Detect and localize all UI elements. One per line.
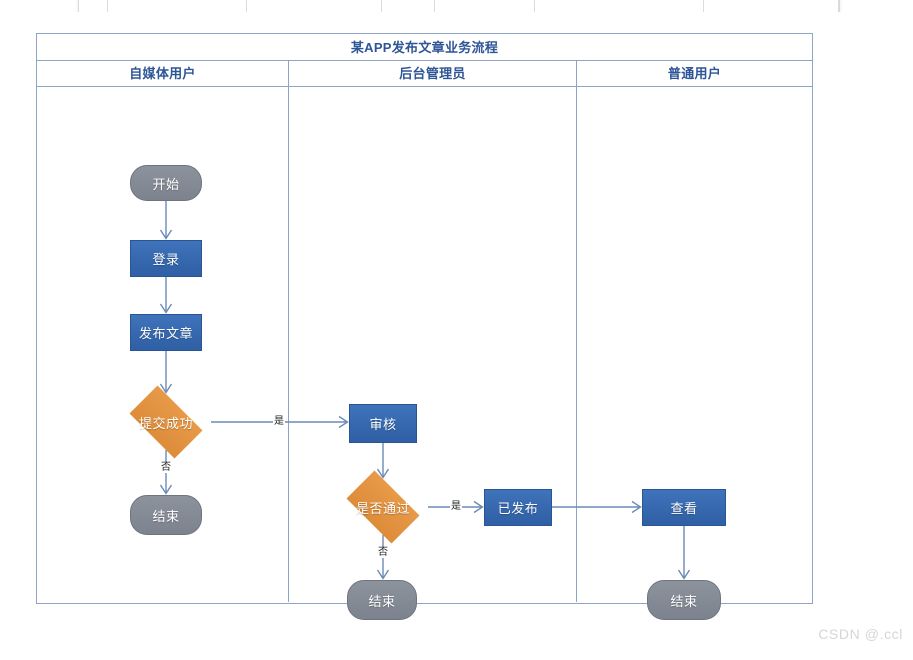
spreadsheet-cell	[535, 0, 705, 12]
node-label: 登录	[152, 252, 180, 267]
spreadsheet-cell	[704, 0, 839, 12]
spreadsheet-cell	[79, 0, 108, 12]
spreadsheet-cell	[108, 0, 248, 12]
node-label: 结束	[368, 593, 396, 609]
node-end-normal-user[interactable]: 结束	[647, 580, 721, 620]
edge-label-submit-yes: 是	[273, 416, 285, 427]
node-label: 提交成功	[138, 415, 193, 431]
edge-label-approved-yes: 是	[450, 501, 462, 512]
node-label: 结束	[670, 593, 698, 609]
lane-header-admin: 后台管理员	[288, 61, 576, 86]
node-published[interactable]: 已发布	[484, 489, 552, 526]
node-start[interactable]: 开始	[130, 165, 202, 201]
node-is-approved[interactable]: 是否通过	[338, 470, 428, 544]
diagram-title: 某APP发布文章业务流程	[37, 34, 812, 61]
node-label: 审核	[369, 417, 397, 432]
spreadsheet-table	[78, 0, 840, 12]
node-label: 查看	[670, 501, 698, 516]
lane-header-row: 自媒体用户 后台管理员 普通用户	[37, 61, 812, 87]
spreadsheet-cell	[382, 0, 435, 12]
node-label: 是否通过	[355, 500, 410, 516]
spreadsheet-cell	[435, 0, 535, 12]
node-label: 已发布	[497, 501, 539, 516]
node-end-admin[interactable]: 结束	[347, 580, 417, 620]
node-submit-success[interactable]: 提交成功	[121, 385, 211, 459]
node-review[interactable]: 审核	[349, 404, 417, 443]
edge-label-submit-no: 否	[160, 462, 172, 473]
node-label: 开始	[152, 176, 180, 192]
node-end-self-media[interactable]: 结束	[130, 495, 202, 535]
spreadsheet-cell	[247, 0, 383, 12]
cropped-spreadsheet-strip	[0, 0, 913, 12]
lane-header-normal-user: 普通用户	[576, 61, 812, 86]
lane-header-self-media: 自媒体用户	[129, 66, 196, 81]
csdn-watermark: CSDN @.ccl	[818, 626, 903, 642]
node-label: 发布文章	[138, 326, 193, 341]
edge-label-approved-no: 否	[377, 547, 389, 558]
node-label: 结束	[152, 508, 180, 524]
swimlane-diagram: 某APP发布文章业务流程 自媒体用户 后台管理员 普通用户	[36, 33, 813, 620]
lane-column-normal-user	[576, 87, 812, 602]
lane-column-admin	[288, 87, 576, 602]
node-view[interactable]: 查看	[642, 489, 726, 526]
node-login[interactable]: 登录	[130, 240, 202, 277]
lane-body: 开始 登录 发布文章 提交成功 结束 审核 是否通过 结束 已发布	[37, 87, 812, 620]
node-publish-article[interactable]: 发布文章	[130, 314, 202, 351]
